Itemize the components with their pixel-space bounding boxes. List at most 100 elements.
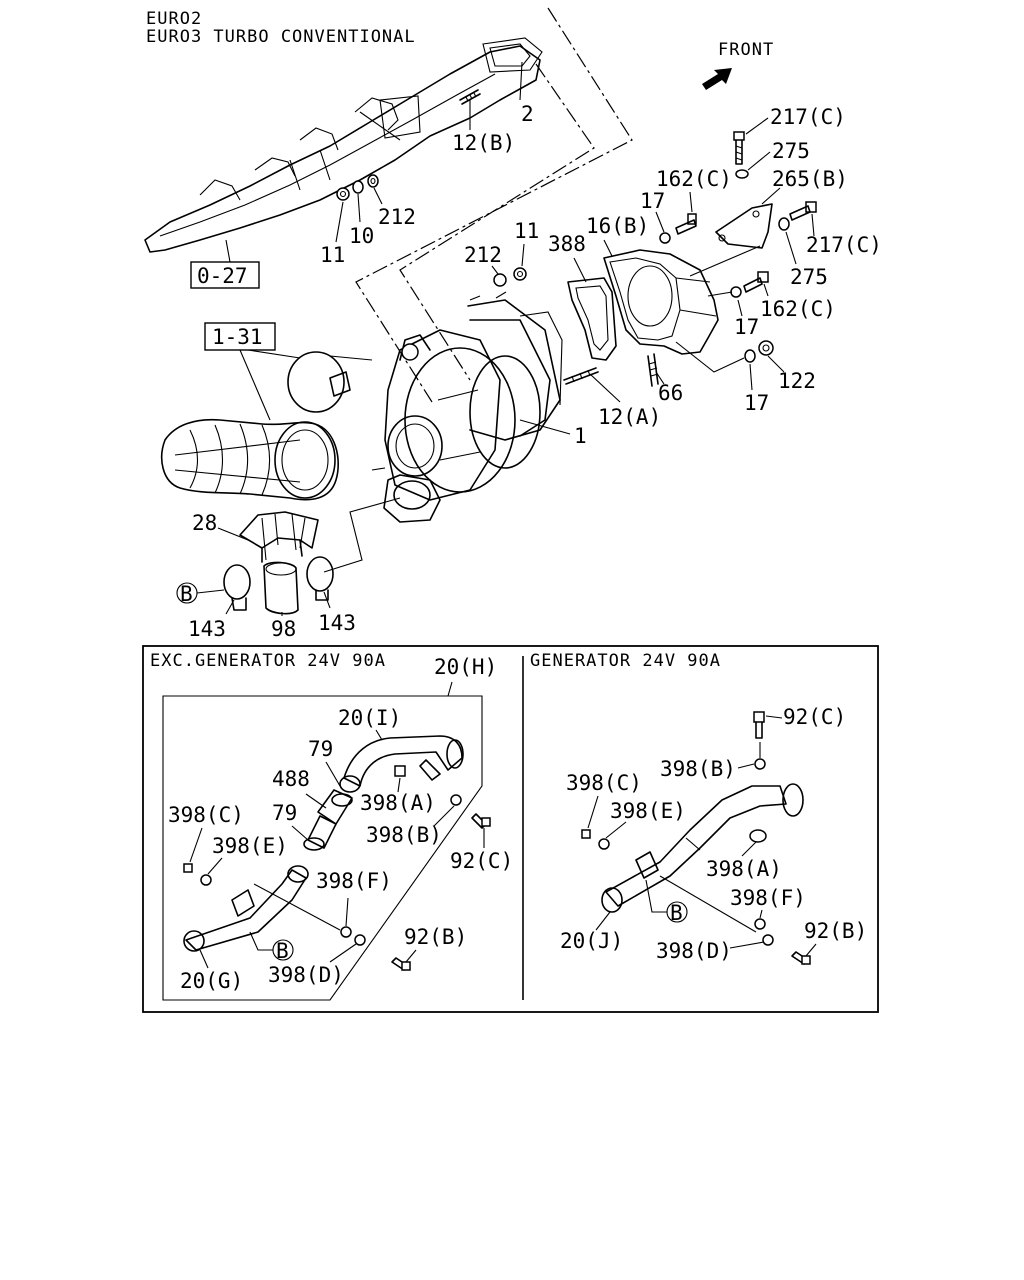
front-label: FRONT xyxy=(718,40,774,60)
washer-17-top xyxy=(659,232,671,244)
label-12a: 12(A) xyxy=(598,405,661,429)
panel-left-title: EXC.GENERATOR 24V 90A xyxy=(150,651,386,671)
hose-488 xyxy=(303,789,353,851)
kit-20h-outline xyxy=(162,695,483,1001)
label-11-top: 11 xyxy=(320,243,345,267)
label-2: 2 xyxy=(521,102,534,126)
front-arrow-icon xyxy=(702,68,732,90)
label-66: 66 xyxy=(658,381,683,405)
label-398a-right: 398(A) xyxy=(706,857,782,881)
ref-box-manifold xyxy=(190,261,260,289)
ref-manifold-label[interactable]: 0-27 xyxy=(197,264,248,288)
panel-right-title: GENERATOR 24V 90A xyxy=(530,651,721,671)
label-398e-left: 398(E) xyxy=(212,834,288,858)
bolt-162c-top xyxy=(675,213,697,235)
header-line-2: EURO3 TURBO CONVENTIONAL xyxy=(146,27,416,47)
label-20g: 20(G) xyxy=(180,969,243,993)
label-217c-right: 217(C) xyxy=(806,233,882,257)
label-28: 28 xyxy=(192,511,217,535)
label-20j: 20(J) xyxy=(560,929,623,953)
label-92c-left: 92(C) xyxy=(450,849,513,873)
washer-398d-right xyxy=(762,934,774,946)
label-398f-left: 398(F) xyxy=(316,869,392,893)
label-98: 98 xyxy=(271,617,296,641)
label-1: 1 xyxy=(574,424,587,448)
washer-398d-left xyxy=(354,934,366,946)
bolt-162c-mid xyxy=(743,271,769,293)
washer-398e-left xyxy=(200,874,212,886)
label-398d-left: 398(D) xyxy=(268,963,344,987)
clamp-28 xyxy=(239,511,319,563)
label-162c-top: 162(C) xyxy=(656,167,732,191)
label-20i: 20(I) xyxy=(338,706,401,730)
washer-212-mid xyxy=(493,273,507,287)
label-398b-right: 398(B) xyxy=(660,757,736,781)
nut-11-top xyxy=(336,187,350,201)
label-398f-right: 398(F) xyxy=(730,886,806,910)
washer-398b-right xyxy=(754,758,766,770)
label-398d-right: 398(D) xyxy=(656,939,732,963)
sleeve-98 xyxy=(263,561,299,615)
label-92b-right: 92(B) xyxy=(804,919,867,943)
label-162c-mid: 162(C) xyxy=(760,297,836,321)
ref-intake-label[interactable]: 1-31 xyxy=(212,325,263,349)
label-212-mid: 212 xyxy=(464,243,502,267)
bracket-265b xyxy=(715,203,773,249)
label-17-mid: 17 xyxy=(734,315,759,339)
label-b-left: B xyxy=(276,939,289,963)
label-10: 10 xyxy=(349,224,374,248)
label-17-top: 17 xyxy=(640,189,665,213)
bolt-217c-top xyxy=(733,131,745,165)
label-398c-left: 398(C) xyxy=(168,803,244,827)
washer-275-right xyxy=(778,217,790,231)
washer-17-mid xyxy=(730,286,742,298)
label-398b-left: 398(B) xyxy=(366,823,442,847)
washer-212-top xyxy=(367,174,379,188)
stud-12b xyxy=(459,89,481,105)
washer-398a-right xyxy=(749,829,767,843)
bolt-92c-right xyxy=(753,711,765,739)
label-122: 122 xyxy=(778,369,816,393)
label-212-top: 212 xyxy=(378,205,416,229)
outlet-elbow-16b xyxy=(603,249,719,355)
intake-hose xyxy=(161,351,351,501)
washer-10 xyxy=(352,180,364,194)
washer-398f-left xyxy=(340,926,352,938)
label-16b: 16(B) xyxy=(586,214,649,238)
label-12b: 12(B) xyxy=(452,131,515,155)
label-398a-left: 398(A) xyxy=(360,791,436,815)
washer-398f-right xyxy=(754,918,766,930)
pipe-20g xyxy=(183,865,309,952)
header-line-1: EURO2 xyxy=(146,9,202,29)
label-92c-right: 92(C) xyxy=(783,705,846,729)
label-92b-left: 92(B) xyxy=(404,925,467,949)
pipe-20j xyxy=(601,783,804,913)
label-275-right: 275 xyxy=(790,265,828,289)
bolt-92c-left xyxy=(471,813,491,829)
label-79-top: 79 xyxy=(308,737,333,761)
pipe-20i xyxy=(339,735,464,793)
generator-options-panel xyxy=(142,645,879,1013)
washer-398b-left xyxy=(450,794,462,806)
washer-398e-right xyxy=(598,838,610,850)
label-20h: 20(H) xyxy=(434,655,497,679)
label-b-right: B xyxy=(670,901,683,925)
label-398c-right: 398(C) xyxy=(566,771,642,795)
label-79-bot: 79 xyxy=(272,801,297,825)
label-265b: 265(B) xyxy=(772,167,848,191)
clamp-143-right xyxy=(306,556,334,592)
bolt-398c-right xyxy=(581,829,591,839)
label-275-top: 275 xyxy=(772,139,810,163)
bolt-217c-right xyxy=(789,201,817,221)
label-398e-right: 398(E) xyxy=(610,799,686,823)
washer-17-bot xyxy=(744,349,756,363)
washer-275-top xyxy=(735,169,749,179)
label-217c-top: 217(C) xyxy=(770,105,846,129)
nut-122 xyxy=(758,340,774,356)
clamp-143-left xyxy=(223,564,251,600)
label-11-mid: 11 xyxy=(514,219,539,243)
nut-11-mid xyxy=(513,267,527,281)
bolt-398a-left xyxy=(394,765,406,777)
bolt-398c-left xyxy=(183,863,193,873)
